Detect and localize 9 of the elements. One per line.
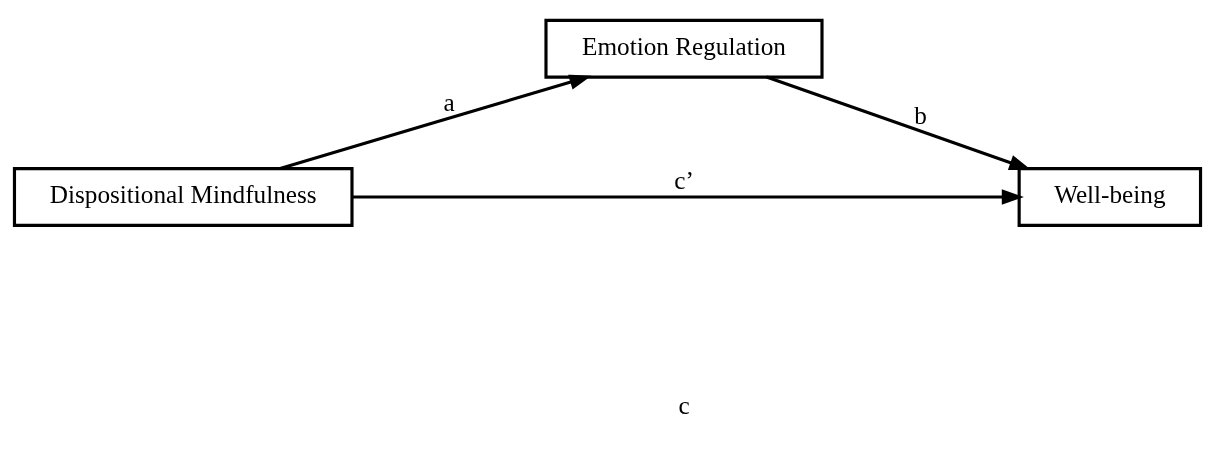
label: c — [678, 392, 690, 420]
edge-label: c’ — [674, 166, 694, 194]
edge-label: a — [443, 89, 455, 117]
edge-label: b — [914, 102, 927, 130]
node-box: Emotion Regulation — [544, 18, 824, 79]
node-box: Dispositional Mindfulness — [12, 167, 354, 227]
arrow — [352, 189, 1024, 205]
arrow — [279, 74, 592, 171]
node-box: Well-being — [1017, 167, 1203, 227]
